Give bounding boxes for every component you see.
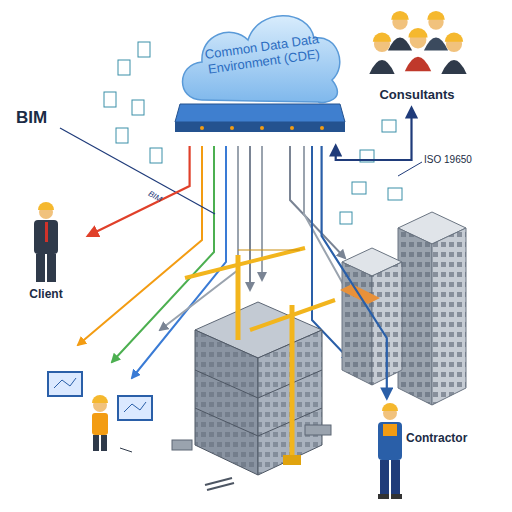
person-icon	[388, 11, 412, 51]
crane-jib	[250, 300, 335, 330]
building-face	[195, 330, 258, 475]
flow-line	[290, 146, 345, 258]
office-buildings	[340, 212, 466, 405]
person-body	[405, 57, 431, 71]
person-body	[369, 60, 394, 74]
tie	[45, 222, 48, 242]
crane-mast	[290, 305, 295, 462]
person-node: Client	[10, 198, 88, 306]
node-label: Contractor	[406, 432, 482, 446]
person-icon	[369, 33, 394, 74]
hard-hat	[427, 11, 445, 20]
person-body	[424, 37, 448, 50]
leader-line	[398, 162, 422, 176]
crane-jib	[185, 248, 305, 278]
doc-icon	[382, 120, 396, 132]
text-label: BIM	[147, 189, 164, 204]
crane-cable	[238, 250, 300, 251]
monitor-graph	[54, 378, 76, 388]
building-grid	[195, 330, 258, 475]
flow-arrow	[88, 146, 190, 236]
doc-icon	[116, 128, 128, 143]
hard-hat	[391, 11, 409, 20]
doc-icon	[352, 182, 366, 194]
flow-arrow	[322, 146, 387, 398]
person-icon	[405, 28, 431, 71]
boot	[391, 494, 402, 499]
person-icon	[424, 11, 448, 51]
doc-icon	[340, 212, 352, 224]
material-stack	[172, 440, 192, 450]
person-icon	[378, 403, 402, 499]
doc-icon	[388, 188, 402, 200]
material-stack	[305, 425, 331, 435]
hard-hat	[92, 395, 108, 403]
cloud-platform-edge	[175, 122, 345, 132]
node-label: Client	[14, 288, 78, 302]
person-leg	[391, 460, 400, 494]
construction-site	[172, 248, 335, 490]
person-body	[34, 220, 58, 254]
site-worker	[48, 372, 152, 452]
pointer-line	[120, 448, 132, 452]
worker-leg	[101, 435, 107, 451]
tower-windows	[432, 228, 466, 405]
cloud-shape	[172, 4, 348, 146]
cloud-shape	[183, 16, 340, 103]
vest	[383, 424, 397, 436]
hard-hat	[382, 403, 398, 411]
rebar	[207, 483, 234, 490]
doc-icon	[104, 92, 116, 107]
tower-windows	[342, 262, 372, 385]
hard-hat	[445, 33, 463, 42]
person-leg	[47, 254, 56, 282]
roof-accent	[340, 284, 380, 304]
tower-face	[342, 262, 372, 385]
person-body	[441, 60, 466, 74]
tower-face	[398, 228, 432, 405]
contractor-shape	[370, 398, 482, 506]
person-leg	[36, 254, 45, 282]
flow-line	[160, 146, 238, 330]
doc-icon	[118, 60, 130, 75]
cloud-node: Common Data Data Environment (CDE)	[172, 4, 348, 146]
monitor	[48, 372, 82, 396]
person-node: Contractor	[370, 398, 482, 506]
person-icon	[34, 202, 58, 282]
person-leg	[380, 460, 389, 494]
monitor-graph	[124, 402, 146, 412]
tower-windows	[398, 228, 432, 405]
cloud-platform	[175, 104, 345, 122]
boot	[378, 494, 389, 499]
hard-hat	[408, 28, 427, 38]
person-body	[378, 422, 402, 460]
monitor	[118, 396, 152, 420]
floor-line	[195, 370, 258, 398]
crane-mast	[236, 255, 241, 340]
doc-icon	[150, 148, 162, 163]
doc-icon	[138, 42, 150, 57]
worker-leg	[93, 435, 99, 451]
people-group: Consultants	[362, 0, 472, 108]
leader-line	[60, 128, 215, 214]
worker-vest	[92, 413, 108, 435]
node-label: Consultants	[362, 88, 472, 103]
doc-icon	[132, 100, 144, 115]
floor-line	[195, 408, 258, 436]
hard-hat	[38, 202, 54, 210]
person-icon	[441, 33, 466, 74]
tower-face	[432, 228, 466, 405]
flow-line	[249, 146, 251, 290]
flow-arrow	[336, 108, 412, 160]
person-body	[388, 37, 412, 50]
hard-hat	[373, 33, 391, 42]
text-label: BIM	[16, 108, 47, 128]
text-label: ISO 19650	[424, 154, 472, 165]
crane-base	[283, 455, 301, 465]
port-dots	[200, 126, 324, 130]
